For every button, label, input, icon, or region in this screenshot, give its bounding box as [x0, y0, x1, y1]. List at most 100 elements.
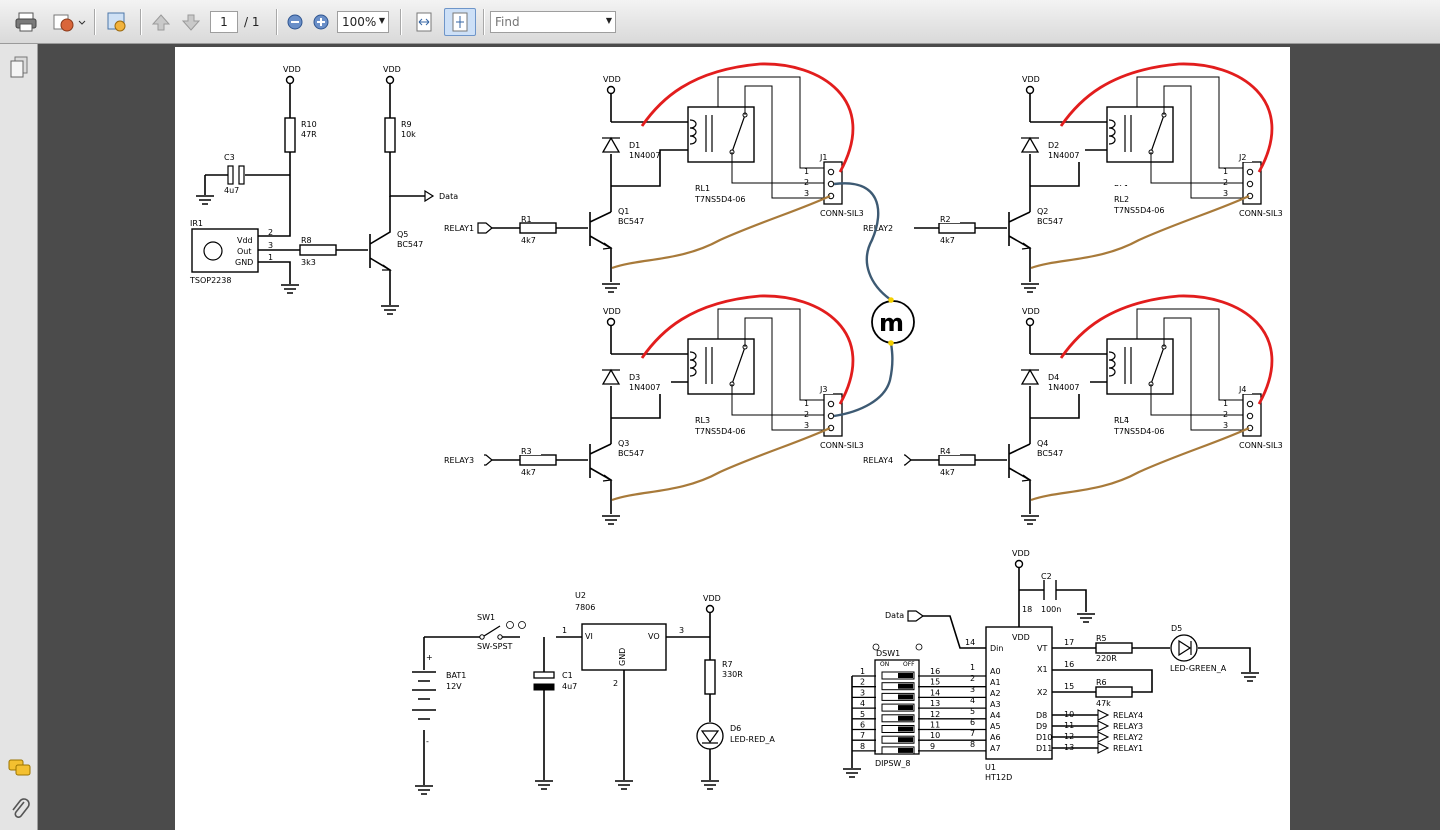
page-total-label: / 1 [244, 15, 260, 29]
u1-pin-number: 4 [970, 696, 975, 705]
u1-pin-number: 2 [970, 674, 975, 683]
svg-text:C2: C2 [1041, 572, 1052, 581]
svg-text:VDD: VDD [383, 65, 401, 74]
dip-left-pin: 4 [860, 699, 865, 708]
power-supply-section: SW1 SW-SPST + - BAT1 12V C1 4u7 VI VO GN… [412, 591, 775, 795]
find-input[interactable] [491, 12, 599, 32]
svg-text:T7NS5D4-06: T7NS5D4-06 [1113, 427, 1164, 436]
dip-switch-knob [898, 683, 913, 689]
next-page-button[interactable] [178, 8, 204, 36]
svg-text:SW-SPST: SW-SPST [477, 642, 513, 651]
svg-text:2: 2 [268, 228, 273, 237]
motor-label: m [879, 309, 904, 337]
svg-text:R7: R7 [722, 660, 733, 669]
d5-led-icon [1170, 634, 1198, 662]
svg-text:J3: J3 [819, 385, 827, 394]
find-chevron-icon[interactable]: ▼ [605, 16, 612, 25]
svg-text:R5: R5 [1096, 634, 1107, 643]
svg-text:HT12D: HT12D [985, 773, 1012, 782]
dip-switch-knob [898, 737, 913, 743]
svg-text:3: 3 [804, 189, 809, 198]
svg-text:R3: R3 [521, 447, 532, 456]
fit-width-button[interactable] [410, 8, 438, 36]
svg-text:RL1: RL1 [695, 184, 710, 193]
svg-text:2: 2 [804, 178, 809, 187]
svg-text:-: - [426, 737, 429, 746]
comments-icon[interactable] [8, 758, 32, 780]
find-field[interactable]: ▼ [490, 11, 616, 33]
print-icon [15, 12, 37, 32]
document-viewport[interactable]: VDD R10 47R C3 4u7 Vdd Out GND IR1 TSOP2… [38, 44, 1440, 830]
svg-text:4k7: 4k7 [521, 468, 536, 477]
relay-channel-labels: RELAY2 RL2 T7NS5D4-06 D2 1N4007 R2 4k7 Q… [440, 140, 1287, 478]
svg-text:4k7: 4k7 [521, 236, 536, 245]
svg-text:T7NS5D4-06: T7NS5D4-06 [1113, 206, 1164, 215]
u1-data-pin: D9 [1036, 722, 1047, 731]
dip-switch-knob [898, 694, 913, 700]
dip-left-pin: 1 [860, 667, 865, 676]
svg-text:VO: VO [648, 632, 660, 641]
zoom-in-button[interactable] [310, 8, 332, 36]
dip-switch-knob [898, 726, 913, 732]
dip-right-pin: 11 [930, 721, 940, 730]
pages-icon[interactable] [9, 56, 29, 80]
relay-channel-2-shape [863, 64, 1283, 292]
svg-text:3: 3 [268, 241, 273, 250]
dip-left-pin: 3 [860, 688, 865, 697]
zoom-select[interactable]: 100% ▼ [337, 11, 389, 33]
svg-text:7806: 7806 [575, 603, 595, 612]
dip-right-pin: 9 [930, 742, 935, 751]
svg-text:ON: ON [880, 661, 889, 668]
q5-ref: Q5 [397, 230, 408, 239]
r10-value: 47R [301, 130, 317, 139]
relay-output-label: RELAY2 [1113, 733, 1143, 742]
svg-text:4u7: 4u7 [562, 682, 577, 691]
ir1-gnd-pin: GND [235, 258, 253, 267]
page-number-input[interactable] [210, 11, 238, 33]
u1-address-pin: A0 [990, 667, 1001, 676]
attachments-icon[interactable] [10, 798, 32, 824]
r10-ref: R10 [301, 120, 317, 129]
vdd-label: VDD [283, 65, 301, 74]
svg-text:1: 1 [804, 167, 809, 176]
r8-value: 3k3 [301, 258, 316, 267]
svg-text:Din: Din [990, 644, 1003, 653]
review-button[interactable] [102, 8, 132, 36]
r9-ref: R9 [401, 120, 412, 129]
zoom-out-button[interactable] [284, 8, 306, 36]
svg-text:Q4: Q4 [1037, 439, 1048, 448]
svg-text:BC547: BC547 [1037, 217, 1063, 226]
share-button[interactable] [50, 8, 88, 36]
relay-output-label: RELAY3 [1113, 722, 1143, 731]
fit-page-button[interactable] [444, 8, 476, 36]
svg-text:R2: R2 [940, 215, 951, 224]
u1-data-pin: D11 [1036, 744, 1052, 753]
u1-pin-number: 5 [970, 707, 975, 716]
svg-text:16: 16 [1064, 660, 1074, 669]
svg-text:DIPSW_8: DIPSW_8 [875, 759, 910, 768]
svg-text:4k7: 4k7 [940, 468, 955, 477]
svg-text:CONN-SIL3: CONN-SIL3 [1239, 209, 1283, 218]
dip-left-pin: 5 [860, 710, 865, 719]
print-button[interactable] [10, 8, 42, 36]
svg-text:CONN-SIL3: CONN-SIL3 [820, 441, 864, 450]
svg-text:1N4007: 1N4007 [629, 151, 660, 160]
ir1-part: TSOP2238 [189, 276, 231, 285]
svg-text:DSW1: DSW1 [876, 649, 900, 658]
prev-page-icon [151, 14, 171, 31]
relay-channel-3-shape [444, 296, 864, 524]
svg-text:R6: R6 [1096, 678, 1107, 687]
svg-text:VDD: VDD [703, 594, 721, 603]
svg-text:BC547: BC547 [618, 449, 644, 458]
svg-text:T7NS5D4-06: T7NS5D4-06 [694, 427, 745, 436]
svg-text:J2: J2 [1238, 153, 1246, 162]
dip-right-pin: 12 [930, 710, 940, 719]
svg-text:220R: 220R [1096, 654, 1117, 663]
flyback-diode [601, 136, 621, 153]
ir1-sensor-icon [203, 241, 223, 261]
prev-page-button[interactable] [148, 8, 174, 36]
zoom-value: 100% [342, 15, 377, 29]
svg-text:1N4007: 1N4007 [1048, 151, 1079, 160]
dip-left-pin: 7 [860, 731, 865, 740]
